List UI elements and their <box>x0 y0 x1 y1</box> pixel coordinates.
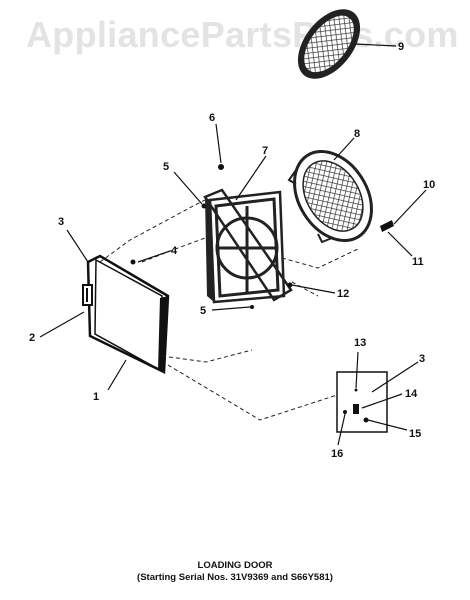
hardware-parts <box>130 164 394 309</box>
callout-3a: 3 <box>58 216 64 228</box>
diagram-subtitle: (Starting Serial Nos. 31V9369 and S66Y58… <box>137 572 333 583</box>
callout-1: 1 <box>93 391 99 403</box>
callout-4: 4 <box>171 245 178 257</box>
callout-12: 12 <box>337 288 349 300</box>
callout-14: 14 <box>405 388 418 400</box>
callout-10: 10 <box>423 179 435 191</box>
door-panel-part <box>82 254 170 374</box>
leader-lines <box>39 43 427 446</box>
callout-11: 11 <box>412 256 424 268</box>
diagram-title: LOADING DOOR <box>197 560 273 571</box>
callout-3b: 3 <box>419 353 425 365</box>
callout-6: 6 <box>209 112 215 124</box>
callout-9: 9 <box>398 41 404 53</box>
callout-5b: 5 <box>200 305 206 317</box>
callout-5a: 5 <box>163 161 169 173</box>
callout-13: 13 <box>354 337 366 349</box>
callout-7: 7 <box>262 145 268 157</box>
callout-15: 15 <box>409 428 421 440</box>
callout-16: 16 <box>331 448 343 460</box>
round-grille-part <box>287 149 373 244</box>
inner-door-frame-part <box>203 188 293 304</box>
callout-8: 8 <box>354 128 360 140</box>
watermark-logo: AppliancePartsPros.com <box>26 14 459 55</box>
callout-labels: 1 2 3 4 5 5 6 7 8 9 10 11 12 13 3 14 15 … <box>29 41 435 460</box>
callout-2: 2 <box>29 332 35 344</box>
assembly-dashed-lines <box>99 199 361 421</box>
filter-screen-part <box>297 9 361 79</box>
latch-inset-box <box>336 371 388 433</box>
